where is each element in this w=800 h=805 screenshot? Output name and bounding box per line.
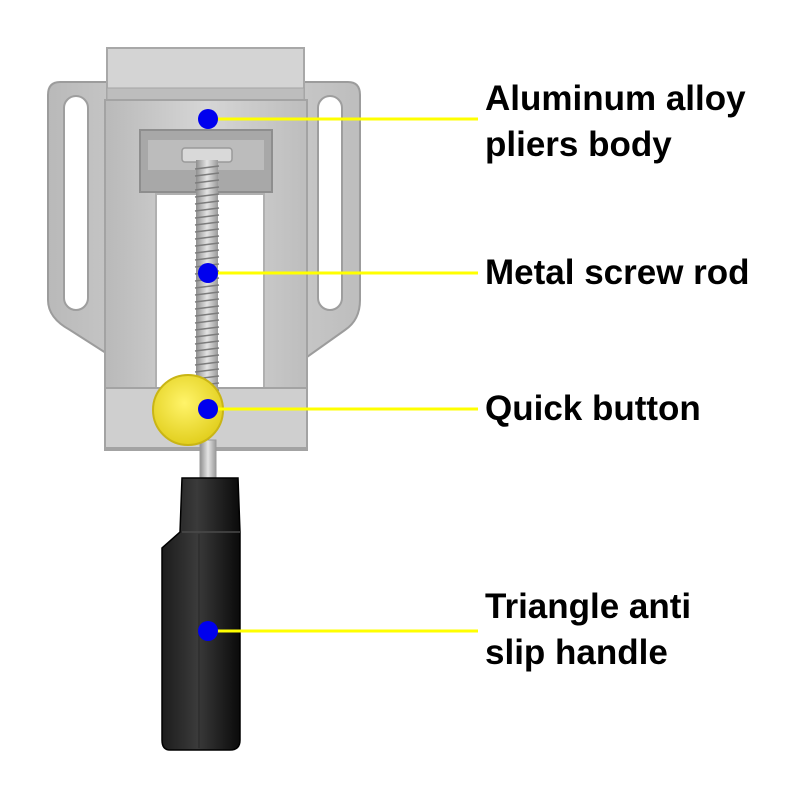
screw-thread	[194, 354, 220, 359]
screw-thread	[194, 333, 220, 338]
screw-thread	[194, 326, 220, 331]
callout-dot-screw-rod	[198, 263, 218, 283]
screw-thread	[194, 172, 220, 177]
screw-thread	[194, 221, 220, 226]
label-line: pliers body	[485, 125, 672, 164]
screw-thread	[194, 305, 220, 310]
screw-thread	[194, 200, 220, 205]
screw-thread	[194, 347, 220, 352]
screw-thread	[194, 284, 220, 289]
right-mounting-slot	[317, 95, 343, 311]
screw-thread	[194, 249, 220, 254]
screw-thread	[194, 228, 220, 233]
screw-thread	[194, 207, 220, 212]
callout-label-quick-button: Quick button	[485, 386, 701, 432]
callout-dot-handle	[198, 621, 218, 641]
screw-thread	[194, 186, 220, 191]
screw-thread	[194, 340, 220, 345]
screw-thread	[194, 256, 220, 261]
screw-thread	[194, 298, 220, 303]
screw-thread	[194, 214, 220, 219]
screw-thread	[194, 179, 220, 184]
callout-label-pliers-body: Aluminum alloy pliers body	[485, 76, 746, 168]
label-line: Quick button	[485, 389, 701, 428]
screw-thread	[194, 242, 220, 247]
anti-slip-handle	[161, 477, 241, 751]
screw-thread	[194, 235, 220, 240]
screw-thread	[194, 319, 220, 324]
callout-label-screw-rod: Metal screw rod	[485, 250, 750, 296]
label-line: Metal screw rod	[485, 253, 750, 292]
screw-thread	[194, 312, 220, 317]
screw-thread	[194, 368, 220, 373]
label-line: Aluminum alloy	[485, 79, 746, 118]
left-mounting-slot	[63, 95, 89, 311]
callout-markers	[198, 109, 478, 641]
callout-dot-pliers-body	[198, 109, 218, 129]
screw-thread	[194, 193, 220, 198]
label-line: slip handle	[485, 633, 668, 672]
callout-label-handle: Triangle anti slip handle	[485, 584, 691, 676]
label-line: Triangle anti	[485, 587, 692, 626]
callout-dot-quick-button	[198, 399, 218, 419]
screw-thread	[194, 361, 220, 366]
screw-thread	[194, 165, 220, 170]
screw-thread	[194, 291, 220, 296]
